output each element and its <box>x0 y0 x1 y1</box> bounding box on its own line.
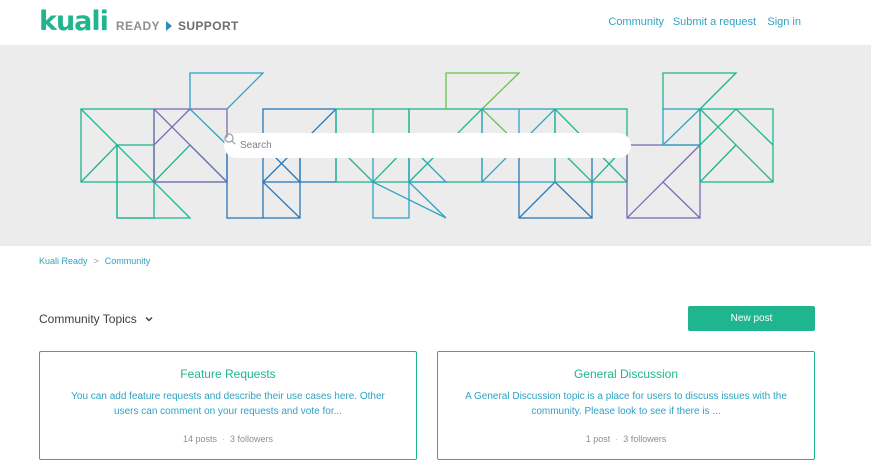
site-header: kuali READY SUPPORT Community Submit a r… <box>0 0 871 45</box>
community-topics-title: Community Topics <box>39 312 137 326</box>
play-arrow-icon <box>165 21 172 31</box>
search-bar[interactable] <box>224 133 631 158</box>
search-icon <box>224 133 236 145</box>
logo-ready-text: READY <box>115 19 160 33</box>
nav-sign-in-link[interactable]: Sign in <box>767 16 801 28</box>
topic-card-posts: 14 posts <box>182 434 217 444</box>
search-input[interactable] <box>240 140 600 151</box>
topic-card-title[interactable]: General Discussion <box>573 367 679 381</box>
topic-card-feature-requests[interactable]: Feature Requests You can add feature req… <box>39 351 417 460</box>
meta-dot: · <box>615 434 619 444</box>
topic-card-meta: 1 post · 3 followers <box>438 434 814 444</box>
topic-card-meta: 14 posts · 3 followers <box>40 434 416 444</box>
topic-card-title[interactable]: Feature Requests <box>180 367 276 381</box>
topic-card-posts: 1 post <box>585 434 611 444</box>
topic-card-general-discussion[interactable]: General Discussion A General Discussion … <box>437 351 815 460</box>
breadcrumb-kuali-ready[interactable]: Kuali Ready <box>39 256 88 266</box>
new-post-button[interactable]: New post <box>688 306 815 331</box>
kuali-logo[interactable]: kuali READY SUPPORT <box>39 8 239 36</box>
logo-support-text: SUPPORT <box>177 19 239 33</box>
pattern-group-green-far-right <box>662 72 774 183</box>
topic-card-followers: 3 followers <box>623 434 667 444</box>
topic-card-description: You can add feature requests and describ… <box>71 391 385 417</box>
logo-subtitle: READY SUPPORT <box>116 19 239 33</box>
hero-banner <box>0 45 871 246</box>
topic-card-description: A General Discussion topic is a place fo… <box>465 391 787 417</box>
logo-wordmark: kuali <box>39 6 109 37</box>
meta-dot: · <box>222 434 225 444</box>
chevron-down-icon <box>145 317 153 322</box>
breadcrumb-separator: > <box>93 256 99 266</box>
pattern-group-blue-left <box>189 72 265 146</box>
nav-submit-request-link[interactable]: Submit a request <box>672 16 756 28</box>
pattern-group-blue-mid <box>226 108 337 219</box>
pattern-group-cyan-far-right <box>662 108 701 146</box>
nav-community-link[interactable]: Community <box>608 16 664 28</box>
breadcrumb: Kuali Ready > Community <box>39 256 150 266</box>
topic-card-followers: 3 followers <box>230 434 274 444</box>
community-topics-dropdown[interactable]: Community Topics <box>39 312 153 326</box>
pattern-group-purple-right <box>626 144 701 219</box>
breadcrumb-community[interactable]: Community <box>104 256 151 266</box>
